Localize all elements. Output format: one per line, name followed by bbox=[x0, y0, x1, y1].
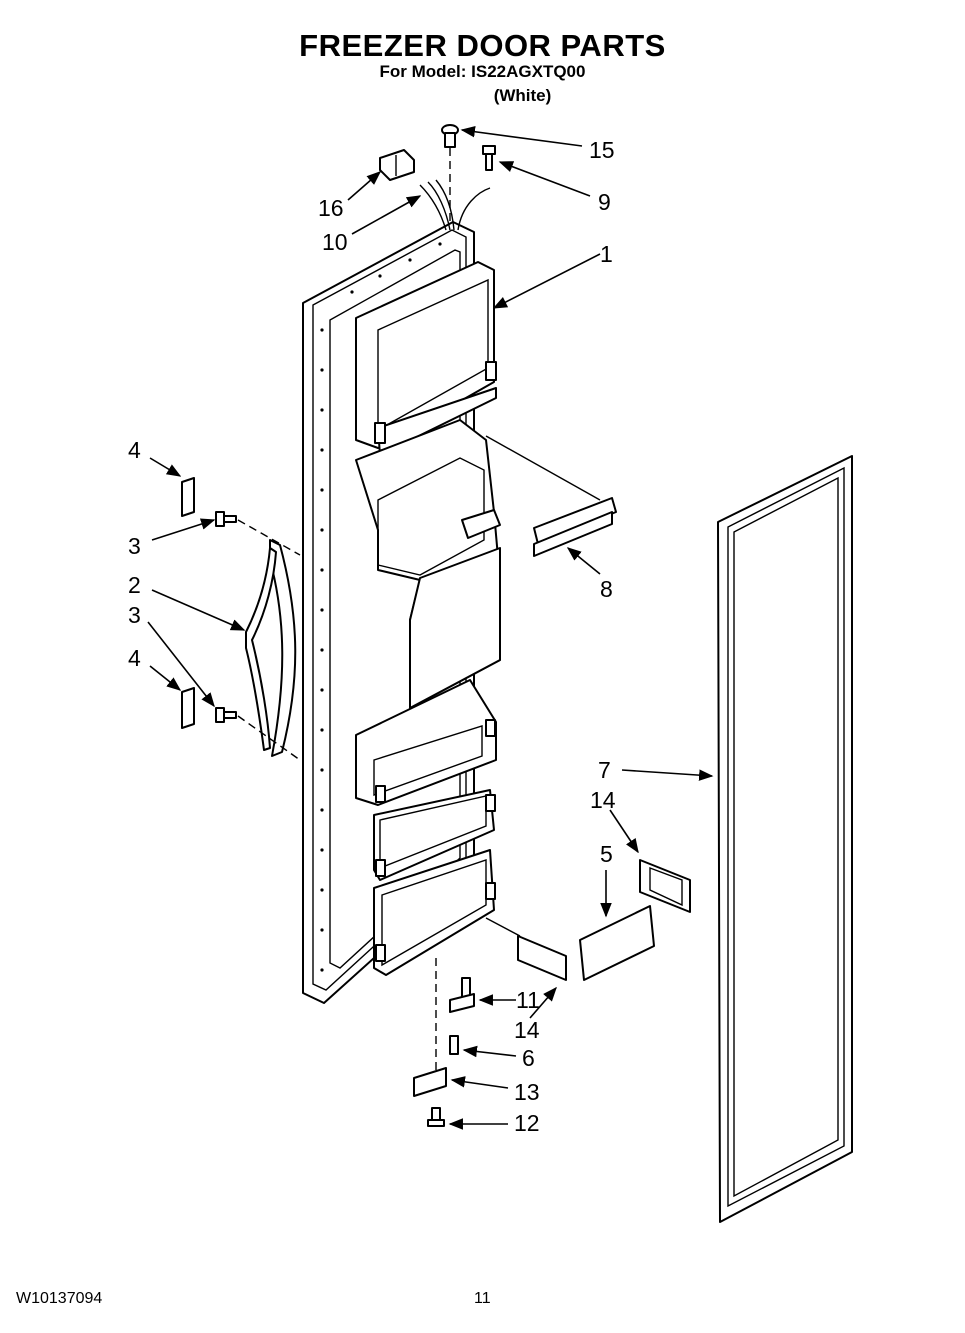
hinge-bracket-13 bbox=[413, 1067, 447, 1097]
callout-3-lower: 3 bbox=[128, 602, 141, 628]
handle-cap-lower bbox=[181, 687, 195, 729]
callout-14-upper: 14 bbox=[590, 787, 616, 813]
callout-14-lower: 14 bbox=[514, 1017, 540, 1043]
callout-10: 10 bbox=[322, 229, 348, 255]
callout-1: 1 bbox=[600, 241, 613, 267]
page-number: 11 bbox=[474, 1290, 491, 1307]
callout-4-lower: 4 bbox=[128, 645, 141, 671]
door-handle bbox=[245, 539, 297, 757]
page-title: FREEZER DOOR PARTS bbox=[299, 28, 666, 63]
color-variant: (White) bbox=[493, 86, 552, 105]
trim-8 bbox=[533, 497, 617, 557]
wire-harness bbox=[419, 179, 491, 231]
callout-8: 8 bbox=[600, 576, 613, 602]
handle-screw-upper bbox=[215, 511, 237, 527]
wire-connector bbox=[379, 149, 415, 181]
screw-6 bbox=[449, 1035, 459, 1055]
callout-15: 15 bbox=[589, 137, 615, 163]
handle-cap-upper bbox=[181, 477, 195, 517]
freezer-door-panel bbox=[302, 221, 501, 1004]
callout-13: 13 bbox=[514, 1079, 540, 1105]
screw-9 bbox=[482, 145, 496, 171]
callout-5: 5 bbox=[600, 841, 613, 867]
hinge-bushing-14-right bbox=[639, 859, 691, 913]
callout-6: 6 bbox=[522, 1045, 535, 1071]
callout-9: 9 bbox=[598, 189, 611, 215]
hinge-cover-5 bbox=[579, 905, 655, 981]
hinge-pin-11 bbox=[449, 977, 475, 1013]
plug-15 bbox=[441, 124, 459, 222]
door-gasket bbox=[717, 455, 853, 1223]
document-number: W10137094 bbox=[16, 1290, 103, 1307]
model-number: For Model: IS22AGXTQ00 bbox=[379, 62, 586, 81]
callout-3-upper: 3 bbox=[128, 533, 141, 559]
callout-7: 7 bbox=[598, 757, 611, 783]
callout-2: 2 bbox=[128, 572, 141, 598]
hinge-bushing-14-left bbox=[517, 935, 567, 981]
callout-4-upper: 4 bbox=[128, 437, 141, 463]
callout-12: 12 bbox=[514, 1110, 540, 1136]
callout-16: 16 bbox=[318, 195, 344, 221]
callout-11: 11 bbox=[516, 987, 540, 1013]
screw-12 bbox=[427, 1107, 445, 1127]
handle-screw-lower bbox=[215, 707, 237, 723]
leader-lines bbox=[147, 126, 714, 1130]
